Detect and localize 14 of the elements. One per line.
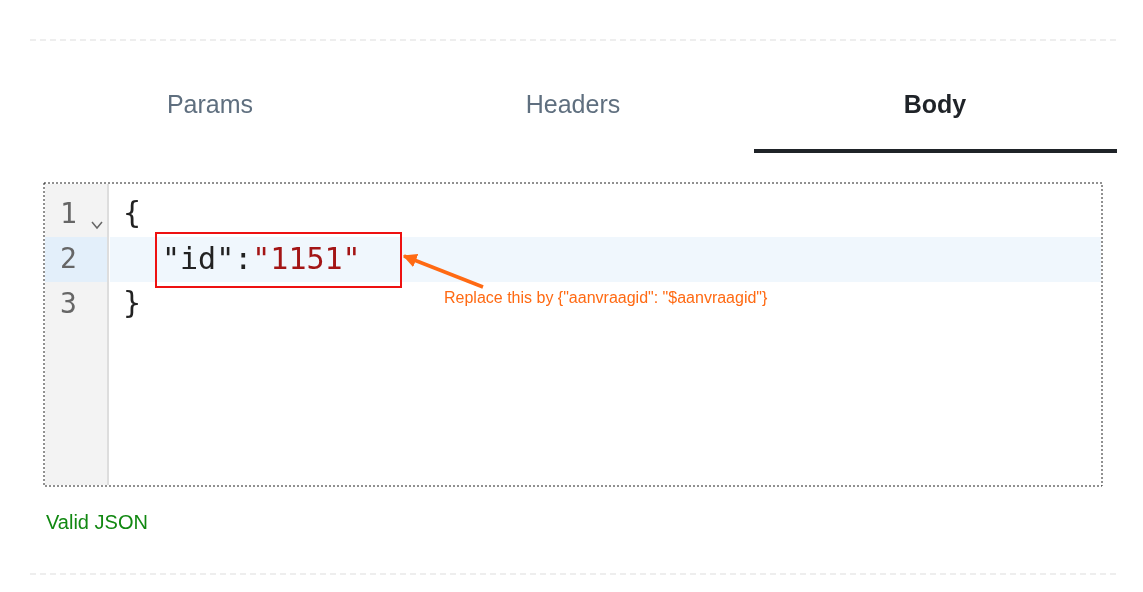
line-number: 1 [60, 197, 77, 230]
tab-label: Params [166, 90, 254, 119]
annotation-text: Replace this by {"aanvraagid": "$aanvraagid"} [444, 289, 814, 313]
code-text: { [123, 195, 142, 230]
line-number: 3 [60, 287, 77, 320]
json-key: "id": [162, 241, 253, 276]
line-number: 2 [60, 242, 77, 275]
validation-message: Valid JSON [46, 511, 148, 534]
code-text: } [123, 285, 142, 320]
tab-label: Body [903, 90, 967, 119]
highlight-box [155, 232, 402, 288]
tab-label: Headers [525, 90, 621, 119]
arrow [402, 254, 484, 289]
json-value: "1151" [252, 241, 361, 276]
